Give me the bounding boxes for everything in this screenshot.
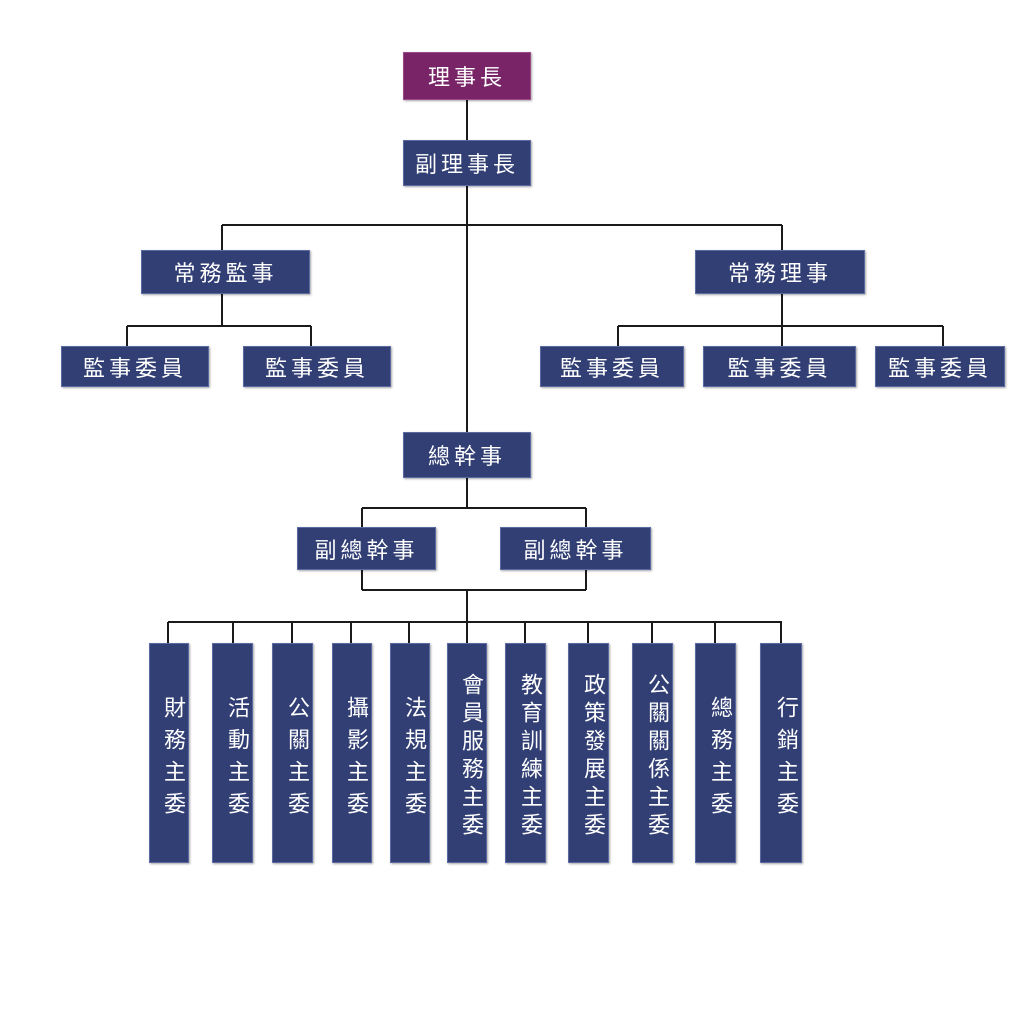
director-member-box-1: 監事委員 xyxy=(540,346,684,387)
committee-box-public-relations: 公關主委 xyxy=(272,643,313,863)
committee-box-photography: 攝影主委 xyxy=(332,643,372,863)
committee-box-marketing: 行銷主委 xyxy=(760,643,802,863)
committee-box-finance: 財務主委 xyxy=(149,643,189,863)
committee-box-general-affairs: 總務主委 xyxy=(695,643,736,863)
deputy-secretary-box-2: 副總幹事 xyxy=(500,527,651,570)
secretary-general-box: 總幹事 xyxy=(403,432,531,478)
standing-director-box: 常務理事 xyxy=(695,250,865,294)
chairman-box: 理事長 xyxy=(403,52,531,100)
deputy-secretary-box-1: 副總幹事 xyxy=(297,527,436,570)
supervisor-member-box-2: 監事委員 xyxy=(243,346,391,387)
committee-box-activities: 活動主委 xyxy=(212,643,253,863)
director-member-box-3: 監事委員 xyxy=(875,346,1005,387)
committee-box-public-relations-2: 公關關係主委 xyxy=(632,643,673,863)
committee-box-member-services: 會員服務主委 xyxy=(447,643,487,863)
standing-supervisor-box: 常務監事 xyxy=(141,250,310,294)
supervisor-member-box-1: 監事委員 xyxy=(61,346,209,387)
committee-box-education-training: 教育訓練主委 xyxy=(505,643,546,863)
director-member-box-2: 監事委員 xyxy=(703,346,856,387)
committee-box-regulations: 法規主委 xyxy=(390,643,430,863)
committee-box-policy-development: 政策發展主委 xyxy=(568,643,609,863)
vice-chairman-box: 副理事長 xyxy=(403,140,531,186)
